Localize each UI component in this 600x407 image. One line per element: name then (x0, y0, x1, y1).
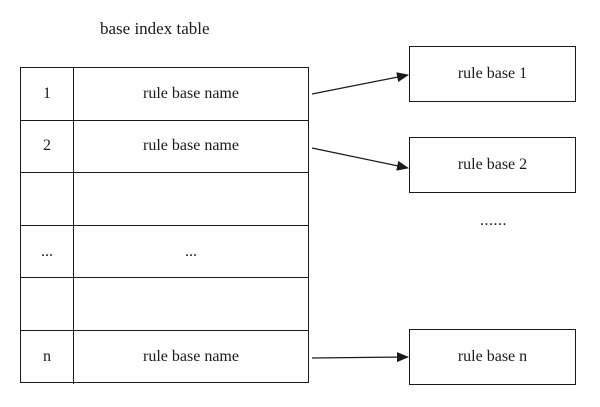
row-index (21, 173, 74, 225)
rule-base-n-box: rule base n (409, 329, 576, 385)
rule-base-1-box: rule base 1 (409, 46, 576, 102)
table-row: 2 rule base name (21, 120, 308, 174)
row-name: ... (185, 242, 197, 260)
arrow-1 (311, 72, 409, 95)
table-row: 1 rule base name (21, 68, 308, 121)
row-name: rule base name (143, 137, 239, 155)
row-name: rule base name (143, 84, 239, 102)
table-row: n rule base name (21, 331, 308, 384)
table-title: base index table (100, 19, 210, 38)
arrow-2 (311, 147, 409, 171)
ellipsis: ...... (480, 212, 507, 229)
arrow-n (311, 352, 409, 363)
row-index: ... (21, 225, 74, 278)
row-index: 2 (21, 120, 74, 173)
row-index: n (21, 331, 74, 384)
row-index (21, 278, 74, 330)
table-row (21, 173, 308, 226)
row-index: 1 (21, 68, 74, 120)
table-row (21, 278, 308, 331)
rule-base-2-box: rule base 2 (409, 137, 576, 193)
base-index-table: 1 rule base name 2 rule base name ... ..… (20, 67, 309, 384)
table-row: ... ... (21, 225, 308, 279)
row-name: rule base name (143, 348, 239, 366)
